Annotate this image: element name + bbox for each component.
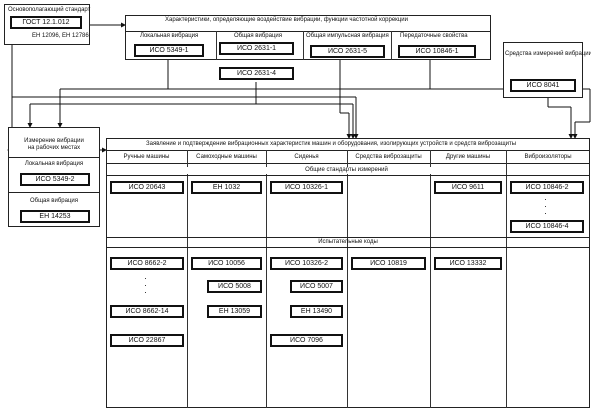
col-isolators: Виброизоляторы: [524, 154, 572, 160]
iso-5008-box: ИСО 5008: [207, 280, 262, 293]
declaration-title: Заявление и подтверждение вибрационных х…: [146, 141, 517, 147]
test-codes-divider: [106, 247, 590, 248]
en-14253-box: ЕН 14253: [20, 210, 90, 223]
ellipsis-dots: ···: [544, 194, 547, 218]
iso-2631-4-box: ИСО 2631-4: [219, 67, 294, 80]
workplace-local-label: Локальная вибрация: [24, 161, 84, 167]
iso-10326-2-box: ИСО 10326-2: [270, 257, 343, 270]
iso-5349-2-box: ИСО 5349-2: [20, 173, 90, 186]
iso-5349-1-box: ИСО 5349-1: [134, 44, 204, 57]
iso-10819-box: ИСО 10819: [351, 257, 426, 270]
column-divider: [347, 150, 348, 408]
workplace-title-2: на рабочих местах: [27, 145, 81, 151]
en-13490-box: ЕН 13490: [290, 305, 343, 318]
column-divider: [266, 150, 267, 408]
columns-divider: [106, 163, 590, 164]
iso-2631-5-box: ИСО 2631-5: [310, 45, 385, 58]
col-hand-machines: Ручные машины: [123, 154, 170, 160]
char-col-transfer: Передаточные свойства: [400, 33, 468, 39]
iso-8662-2-box: ИСО 8662-2: [110, 257, 184, 270]
iso-10846-1-box: ИСО 10846-1: [398, 45, 476, 58]
col-other-machines: Другие машины: [445, 154, 491, 160]
column-divider: [506, 150, 507, 408]
workplace-divider: [8, 157, 100, 158]
declaration-divider: [106, 150, 590, 151]
char-col-impulse: Общая импульсная вибрация: [306, 33, 389, 39]
basic-standard-sub: ЕН 12096, ЕН 12786: [32, 33, 89, 39]
gost-12-1-012-box: ГОСТ 12.1.012: [10, 16, 82, 29]
iso-13332-box: ИСО 13332: [434, 257, 502, 270]
basic-standard-title: Основополагающий стандарт: [8, 7, 91, 13]
instruments-title: Средства измерений вибрации: [505, 51, 591, 57]
test-codes-top-divider: [106, 237, 590, 238]
ellipsis-dots: ···: [144, 273, 147, 297]
characteristics-title: Характеристики, определяющие воздействие…: [165, 17, 408, 23]
iso-8041-box: ИСО 8041: [510, 79, 576, 92]
workplace-title-1: Измерение вибрации: [24, 138, 84, 144]
iso-20643-box: ИСО 20643: [110, 181, 184, 194]
iso-10846-2-box: ИСО 10846-2: [510, 181, 584, 194]
char-col-divider: [391, 31, 392, 60]
iso-10846-4-box: ИСО 10846-4: [510, 220, 584, 233]
column-divider: [187, 150, 188, 408]
en-1032-box: ЕН 1032: [191, 181, 262, 194]
en-13059-box: ЕН 13059: [207, 305, 262, 318]
iso-22867-box: ИСО 22867: [110, 334, 184, 347]
iso-8662-14-box: ИСО 8662-14: [110, 305, 184, 318]
workplace-divider-2: [8, 192, 100, 193]
column-divider: [430, 150, 431, 408]
declaration-block: [106, 138, 590, 408]
col-mobile-machines: Самоходные машины: [196, 154, 257, 160]
char-col-local: Локальная вибрация: [140, 33, 199, 39]
test-codes-label: Испытательные коды: [318, 239, 378, 245]
general-standards-label: Общие стандарты измерений: [187, 167, 506, 174]
col-protection: Средства виброзащиты: [355, 154, 422, 160]
characteristics-divider: [125, 31, 491, 32]
col-seats: Сиденья: [294, 154, 319, 160]
iso-7096-box: ИСО 7096: [270, 334, 343, 347]
general-divider: [106, 175, 590, 176]
iso-10056-box: ИСО 10056: [191, 257, 262, 270]
char-col-divider: [216, 31, 217, 60]
iso-5007-box: ИСО 5007: [290, 280, 343, 293]
iso-2631-1-box: ИСО 2631-1: [219, 42, 294, 55]
workplace-general-label: Общая вибрация: [30, 198, 78, 204]
char-col-general: Общая вибрация: [234, 33, 282, 39]
char-col-divider: [303, 31, 304, 60]
iso-9611-box: ИСО 9611: [434, 181, 502, 194]
iso-10326-1-box: ИСО 10326-1: [270, 181, 343, 194]
